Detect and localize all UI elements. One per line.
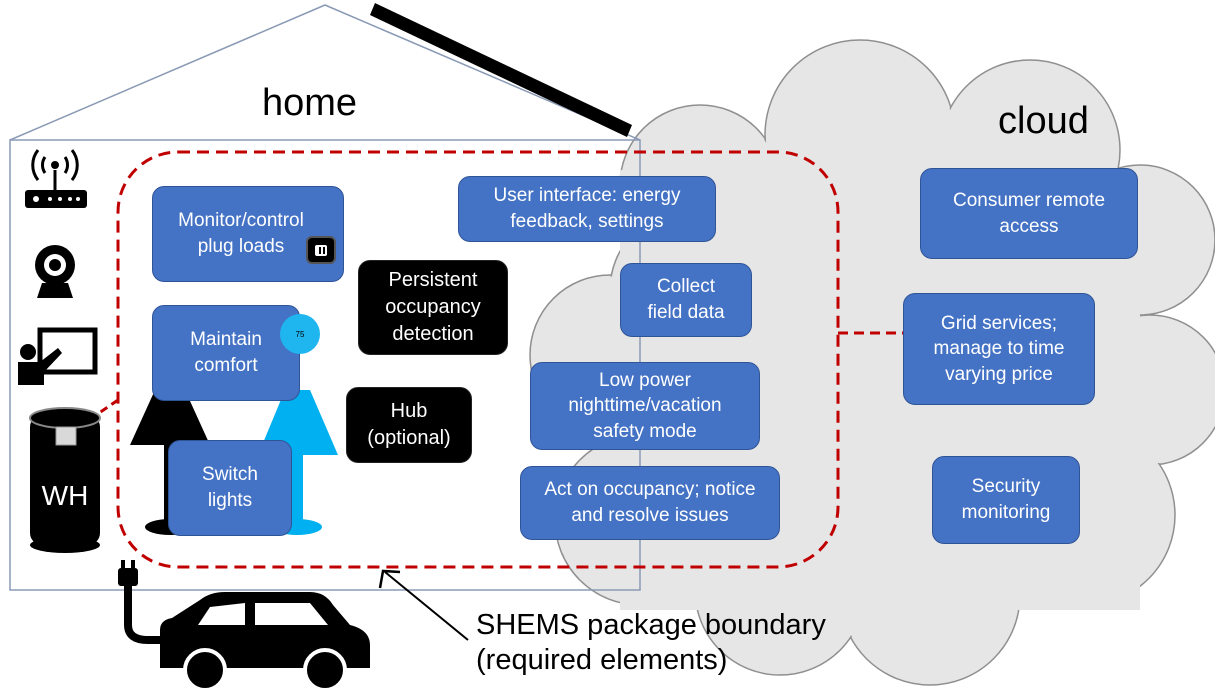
boundary-pointer-arrow xyxy=(378,569,469,641)
low-power-mode-label: Low power nighttime/vacation safety mode xyxy=(568,369,722,442)
router-icon xyxy=(25,149,87,208)
solar-panel-icon xyxy=(370,3,632,137)
presentation-screen-icon xyxy=(18,327,98,385)
thermostat-reading: 75 xyxy=(295,329,305,339)
user-interface-label: User interface: energy feedback, setting… xyxy=(493,185,681,232)
act-on-occupancy-box: Act on occupancy; notice and resolve iss… xyxy=(520,466,780,540)
hub-box: Hub (optional) xyxy=(346,387,472,463)
electric-car-icon xyxy=(118,560,370,692)
user-interface-box: User interface: energy feedback, setting… xyxy=(458,176,716,242)
occupancy-detection-box: Persistent occupancy detection xyxy=(358,260,508,355)
consumer-remote-access-box: Consumer remote access xyxy=(920,168,1138,259)
plug-loads-box: Monitor/control plug loads xyxy=(152,186,344,282)
consumer-remote-access-label: Consumer remote access xyxy=(952,189,1106,237)
plug-loads-label: Monitor/control plug loads xyxy=(178,210,304,257)
security-monitoring-label: Security monitoring xyxy=(961,476,1051,523)
hub-label: Hub (optional) xyxy=(367,400,451,449)
thermostat-icon: 75 xyxy=(280,314,320,354)
switch-lights-box: Switch lights xyxy=(168,440,292,536)
grid-services-box: Grid services; manage to time varying pr… xyxy=(903,293,1095,405)
collect-field-data-box: Collect field data xyxy=(620,263,752,337)
package-boundary xyxy=(116,150,840,569)
switch-lights-label: Switch lights xyxy=(202,464,258,511)
occupancy-detection-label: Persistent occupancy detection xyxy=(385,269,481,345)
grid-services-label: Grid services; manage to time varying pr… xyxy=(933,312,1065,385)
maintain-comfort-box: Maintain comfort xyxy=(152,305,300,401)
maintain-comfort-label: Maintain comfort xyxy=(190,329,262,376)
webcam-icon xyxy=(35,245,75,298)
home-label: home xyxy=(262,82,358,124)
boundary-caption: SHEMS package boundary (required element… xyxy=(476,609,826,677)
low-power-mode-box: Low power nighttime/vacation safety mode xyxy=(530,362,760,450)
act-on-occupancy-label: Act on occupancy; notice and resolve iss… xyxy=(544,479,756,526)
water-heater-label: WH xyxy=(42,480,89,511)
smart-plug-icon xyxy=(306,236,336,264)
water-heater-icon xyxy=(29,407,101,553)
collect-field-data-label: Collect field data xyxy=(647,276,725,323)
security-monitoring-box: Security monitoring xyxy=(932,456,1080,544)
cloud-label: cloud xyxy=(998,100,1089,142)
